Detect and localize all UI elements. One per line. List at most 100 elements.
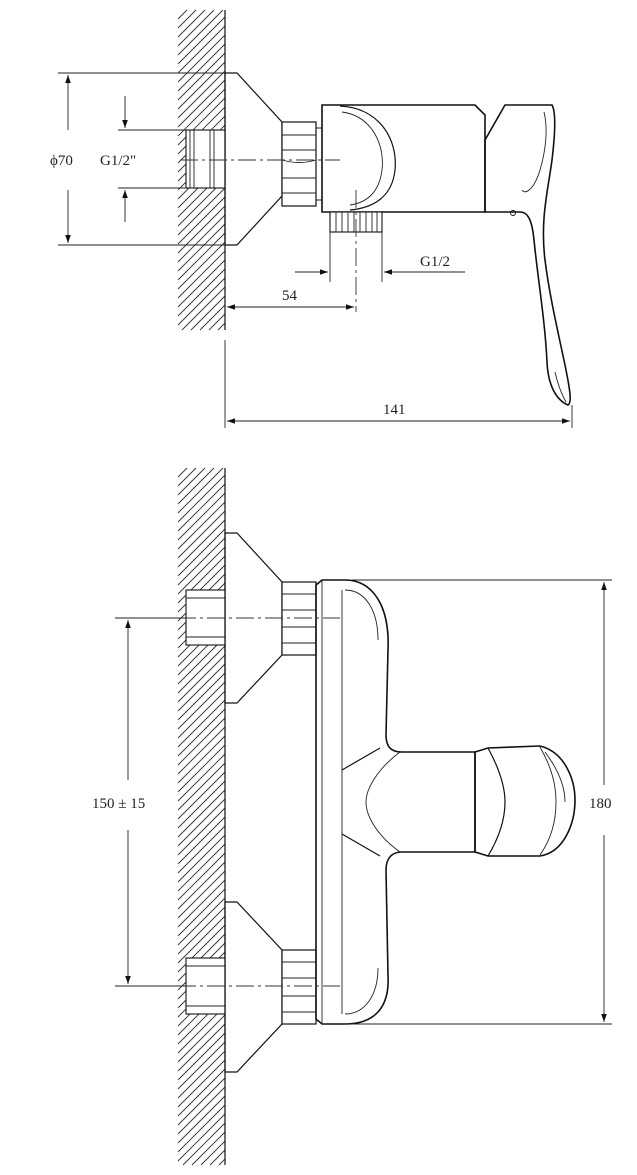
hatch-line: [177, 1041, 226, 1090]
hatch-line: [177, 888, 226, 937]
body-height-label: 180: [589, 796, 612, 812]
side-view: ϕ70 G1/2" G1/2 54 141: [50, 9, 573, 428]
handle-front: [474, 745, 576, 857]
dimension-outlet-thread: G1/2: [295, 232, 465, 282]
hatch-line: [177, 1077, 226, 1126]
hatch-line: [177, 717, 226, 766]
hatch-line: [177, 232, 226, 281]
hatch-line: [177, 214, 226, 263]
hatch-line: [177, 726, 226, 775]
hatch-line: [177, 654, 226, 703]
hatch-line: [177, 1068, 226, 1117]
escutcheon-lower: [224, 901, 283, 1073]
hatch-line: [177, 9, 215, 47]
hatch-line: [177, 681, 226, 730]
hatch-line: [177, 915, 226, 964]
hatch-line: [177, 9, 197, 29]
hatch-line: [177, 25, 226, 74]
hatch-line: [177, 34, 226, 83]
hatch-line: [177, 699, 226, 748]
hatch-line: [208, 313, 226, 331]
hatch-line: [177, 1113, 226, 1162]
hatch-line: [177, 780, 226, 829]
hatch-line: [177, 735, 226, 784]
hatch-line: [177, 467, 206, 496]
hatch-line: [177, 834, 226, 883]
hatch-line: [177, 879, 226, 928]
hatch-line: [177, 843, 226, 892]
hatch-line: [177, 70, 226, 119]
hatch-line: [177, 519, 226, 568]
hatch-line: [177, 268, 226, 317]
dimension-flange-diameter: ϕ70: [50, 72, 225, 246]
hatch-line: [177, 798, 226, 847]
lever-handle-side: [484, 104, 571, 406]
hatch-line: [199, 304, 226, 331]
hatch-line: [177, 43, 226, 92]
hatch-line: [177, 16, 226, 65]
hatch-line: [177, 645, 226, 694]
hatch-line: [177, 546, 226, 595]
hatch-line: [177, 762, 226, 811]
wall-hatch-bottom: [177, 467, 226, 1166]
hatch-line: [177, 259, 226, 308]
hatch-line: [177, 223, 226, 272]
hatch-line: [177, 1014, 226, 1063]
total-depth-label: 141: [383, 402, 406, 418]
hatch-line: [177, 1095, 226, 1144]
hatch-line: [177, 663, 226, 712]
hatch-line: [177, 852, 226, 901]
hatch-line: [177, 816, 226, 865]
hatch-line: [177, 250, 226, 299]
hatch-line: [177, 467, 188, 478]
inlet-thread-label: G1/2": [100, 153, 136, 169]
inlet-spacing-label: 150 ± 15: [92, 796, 145, 812]
hatch-line: [177, 474, 226, 523]
hatch-line: [177, 1086, 226, 1135]
dimension-body-height: 180: [352, 579, 612, 1025]
front-view: 150 ± 15 180: [92, 467, 612, 1166]
wall-to-outlet-label: 54: [282, 288, 298, 304]
hex-nut-lower: [281, 949, 317, 1025]
hatch-line: [177, 1104, 226, 1153]
hatch-line: [177, 1023, 226, 1072]
hatch-line: [177, 1059, 226, 1108]
hatch-line: [177, 241, 226, 290]
flange-diameter-label: ϕ70: [50, 153, 73, 169]
hatch-line: [177, 79, 226, 128]
hatch-line: [177, 789, 226, 838]
hatch-line: [177, 870, 226, 919]
hatch-line: [177, 906, 226, 955]
hatch-line: [177, 483, 226, 532]
dimension-inlet-spacing: 150 ± 15: [92, 617, 186, 987]
hatch-line: [177, 205, 226, 254]
hatch-line: [177, 825, 226, 874]
hatch-line: [177, 467, 224, 514]
hatch-line: [177, 861, 226, 910]
inlet-pipe-side: [185, 129, 226, 189]
hatch-line: [177, 187, 226, 236]
hatch-line: [177, 744, 226, 793]
hatch-line: [177, 753, 226, 802]
hatch-line: [177, 690, 226, 739]
hatch-line: [177, 807, 226, 856]
hatch-line: [181, 286, 226, 331]
hatch-line: [218, 1158, 226, 1166]
dimension-wall-to-outlet: 54: [227, 288, 354, 310]
hatch-line: [217, 322, 226, 331]
hatch-line: [177, 52, 226, 101]
hatch-line: [177, 771, 226, 820]
hatch-line: [177, 537, 226, 586]
hatch-line: [177, 708, 226, 757]
hex-nut-upper: [281, 581, 317, 656]
hatch-line: [177, 510, 226, 559]
hatch-line: [177, 467, 215, 505]
hatch-line: [177, 528, 226, 577]
dimension-inlet-thread: G1/2": [100, 96, 186, 222]
hatch-line: [190, 295, 226, 331]
mixer-body-side: [321, 104, 486, 213]
hatch-line: [177, 1032, 226, 1081]
mixer-body-front: [315, 579, 476, 1025]
hatch-line: [177, 467, 197, 487]
